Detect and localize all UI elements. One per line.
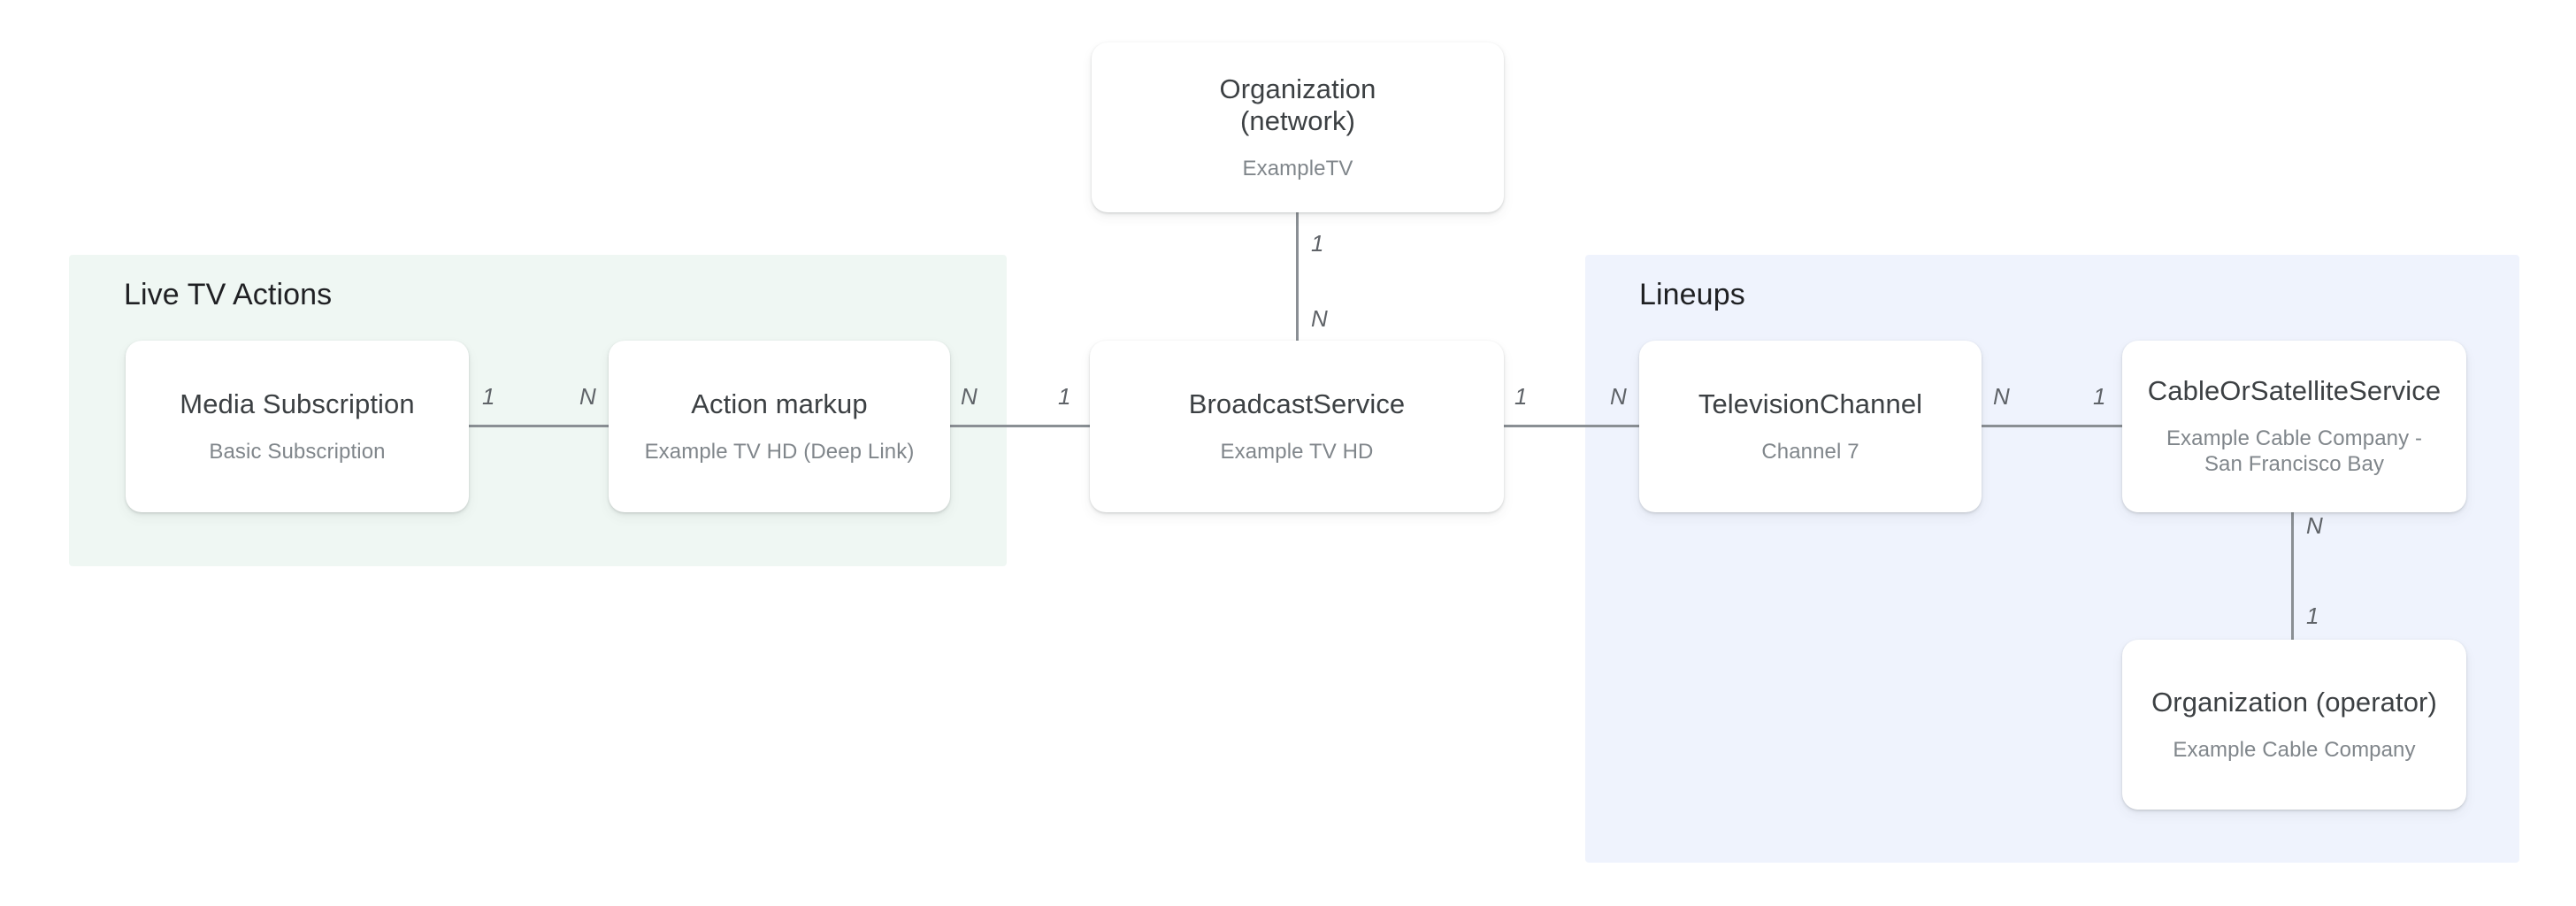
node-title-line: (network) [1239, 105, 1356, 137]
edge-source-cardinality-edge-televisionchannel-to-cableorsatelliteservice: N [1993, 383, 2010, 410]
node-subtitle-line: San Francisco Bay [2204, 452, 2385, 477]
edge-target-cardinality-edge-action-markup-to-broadcastservice: 1 [1058, 383, 1071, 410]
node-subtitle-organization-operator: Example Cable Company [2173, 737, 2415, 763]
node-title-media-subscription: Media Subscription [180, 388, 414, 421]
node-subtitle-line: Example Cable Company [2173, 737, 2416, 762]
node-title-cableorsatelliteservice: CableOrSatelliteService [2148, 375, 2441, 408]
node-title-line: BroadcastService [1188, 388, 1406, 420]
edge-line-edge-media-subscription-to-action-markup [467, 425, 612, 427]
node-organization-operator[interactable]: Organization (operator) Example Cable Com… [2122, 640, 2466, 810]
node-title-broadcastservice: BroadcastService [1189, 388, 1406, 421]
node-subtitle-cableorsatelliteservice: Example Cable Company -San Francisco Bay [2166, 426, 2422, 478]
node-title-line: Organization (operator) [2151, 687, 2437, 718]
node-subtitle-media-subscription: Basic Subscription [209, 439, 385, 465]
edge-target-cardinality-edge-cableorsatelliteservice-to-organization-operator: 1 [2306, 603, 2319, 629]
node-title-line: Media Subscription [180, 388, 415, 420]
node-subtitle-line: Example TV HD [1220, 439, 1374, 464]
edge-source-cardinality-edge-action-markup-to-broadcastservice: N [961, 383, 978, 410]
node-subtitle-broadcastservice: Example TV HD [1221, 439, 1374, 465]
node-subtitle-line: Basic Subscription [209, 439, 386, 464]
edge-target-cardinality-edge-broadcastservice-to-televisionchannel: N [1610, 383, 1627, 410]
node-subtitle-line: ExampleTV [1242, 156, 1353, 180]
node-title-line: Action markup [691, 388, 868, 420]
edge-line-edge-broadcastservice-to-televisionchannel [1502, 425, 1643, 427]
edge-target-cardinality-edge-org-network-to-broadcastservice: N [1311, 305, 1328, 332]
edge-source-cardinality-edge-media-subscription-to-action-markup: 1 [482, 383, 495, 410]
node-subtitle-line: Example TV HD (Deep Link) [644, 439, 915, 464]
node-organization-network[interactable]: Organization(network) ExampleTV [1092, 42, 1504, 212]
edge-target-cardinality-edge-televisionchannel-to-cableorsatelliteservice: 1 [2093, 383, 2106, 410]
group-title-live-tv-actions: Live TV Actions [124, 278, 333, 311]
edge-line-edge-action-markup-to-broadcastservice [947, 425, 1092, 427]
node-title-line: Organization [1219, 73, 1376, 104]
node-title-televisionchannel: TelevisionChannel [1698, 388, 1922, 421]
node-title-organization-operator: Organization (operator) [2151, 687, 2437, 719]
node-subtitle-line: Channel 7 [1761, 439, 1859, 464]
edge-source-cardinality-edge-org-network-to-broadcastservice: 1 [1311, 230, 1324, 257]
node-title-action-markup: Action markup [691, 388, 867, 421]
node-title-line: CableOrSatelliteService [2147, 375, 2442, 407]
node-subtitle-televisionchannel: Channel 7 [1761, 439, 1859, 465]
edge-source-cardinality-edge-broadcastservice-to-televisionchannel: 1 [1514, 383, 1528, 410]
group-title-lineups: Lineups [1639, 278, 1745, 311]
edge-target-cardinality-edge-media-subscription-to-action-markup: N [579, 383, 596, 410]
edge-line-edge-cableorsatelliteservice-to-organization-operator [2291, 511, 2294, 641]
node-subtitle-organization-network: ExampleTV [1243, 156, 1353, 181]
node-subtitle-line: Example Cable Company - [2166, 426, 2423, 451]
edge-line-edge-televisionchannel-to-cableorsatelliteservice [1980, 425, 2125, 427]
edge-line-edge-org-network-to-broadcastservice [1296, 212, 1299, 341]
edge-source-cardinality-edge-cableorsatelliteservice-to-organization-operator: N [2306, 512, 2323, 539]
node-title-line: TelevisionChannel [1698, 388, 1923, 420]
node-title-organization-network: Organization(network) [1220, 73, 1376, 138]
node-subtitle-action-markup: Example TV HD (Deep Link) [645, 439, 915, 465]
